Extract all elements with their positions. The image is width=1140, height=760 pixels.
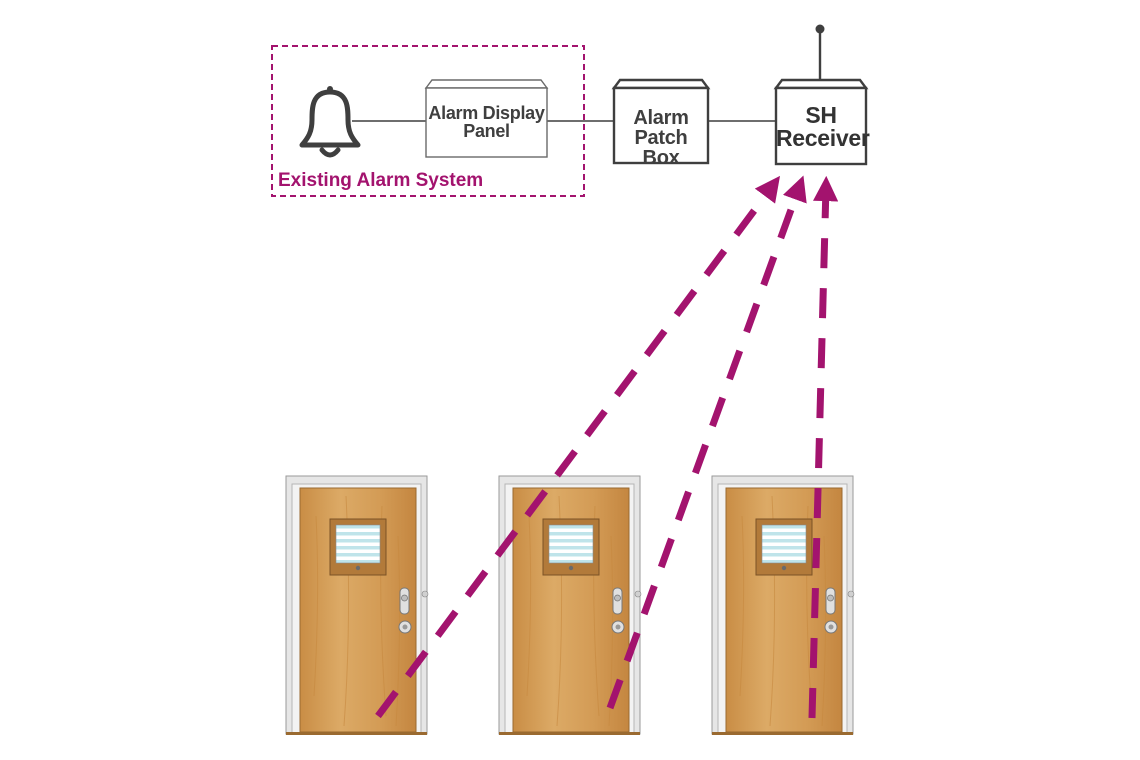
bell-icon bbox=[299, 86, 361, 158]
antenna-icon bbox=[815, 24, 825, 80]
alarm-patch-box-line1: Alarm bbox=[633, 107, 689, 129]
existing-system-label: Existing Alarm System bbox=[278, 170, 484, 191]
sh-receiver-box bbox=[773, 78, 869, 166]
alarm-display-panel-box bbox=[424, 79, 549, 158]
door-icon bbox=[711, 475, 855, 736]
signal-arrow-door-3 bbox=[808, 175, 839, 719]
alarm-display-panel-line2: Panel bbox=[463, 121, 510, 141]
sh-receiver-line1: SH bbox=[805, 102, 837, 128]
door-icon bbox=[285, 475, 429, 735]
alarm-patch-box-label: Alarm Patch Box bbox=[614, 108, 708, 168]
alarm-display-panel-line1: Alarm Display bbox=[428, 103, 545, 123]
existing-system-frame bbox=[271, 45, 585, 197]
alarm-patch-box-line2: Patch Box bbox=[634, 127, 688, 169]
alarm-patch-box-box bbox=[611, 78, 711, 165]
door-icon bbox=[498, 475, 642, 736]
sh-receiver-label: SH Receiver bbox=[776, 102, 870, 151]
signal-arrow-door-1 bbox=[375, 175, 781, 719]
signal-arrow-door-2 bbox=[606, 175, 807, 710]
sh-receiver-line2: Receiver bbox=[776, 125, 870, 151]
alarm-display-panel-label: Alarm Display Panel bbox=[426, 104, 547, 140]
